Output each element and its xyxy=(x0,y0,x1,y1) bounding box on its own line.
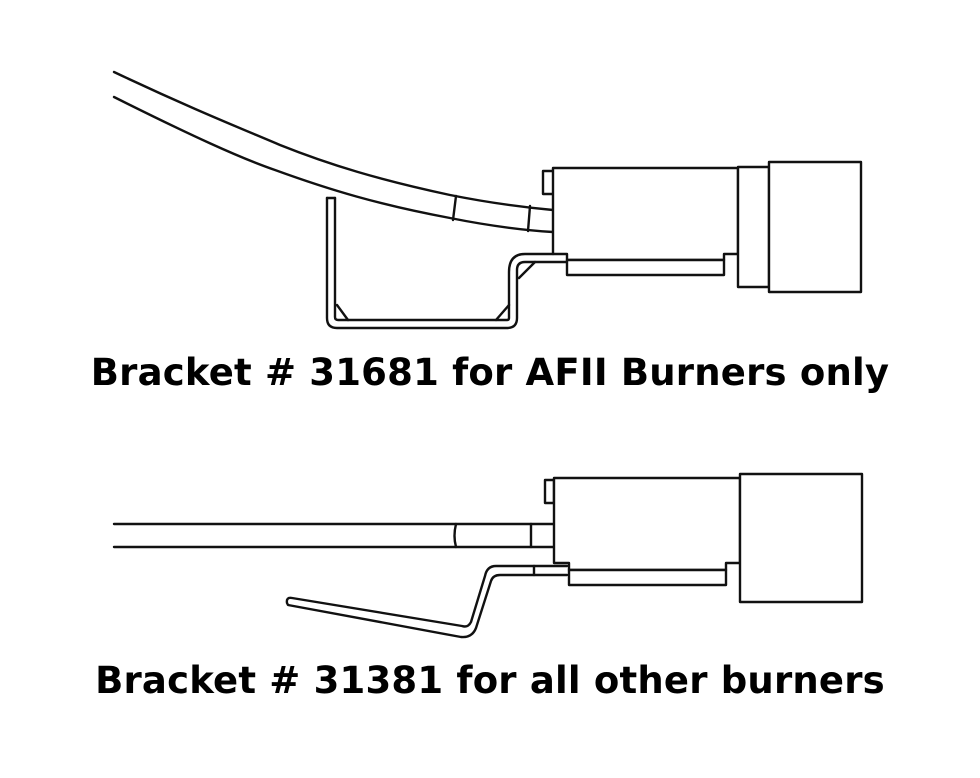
burner-collar xyxy=(736,165,771,289)
z-bracket xyxy=(285,564,569,639)
u-channel-bracket xyxy=(325,196,569,330)
afii-bracket-caption: Bracket # 31681 for AFII Burners only xyxy=(90,351,890,394)
straight-tube xyxy=(112,522,556,549)
burner-housing-2 xyxy=(543,476,742,587)
curved-tube xyxy=(112,70,555,234)
other-bracket-caption: Bracket # 31381 for all other burners xyxy=(95,659,885,702)
burner-end-cap xyxy=(767,160,863,294)
afii-bracket-illustration xyxy=(112,70,863,330)
burner-end-cap-2 xyxy=(738,472,864,604)
